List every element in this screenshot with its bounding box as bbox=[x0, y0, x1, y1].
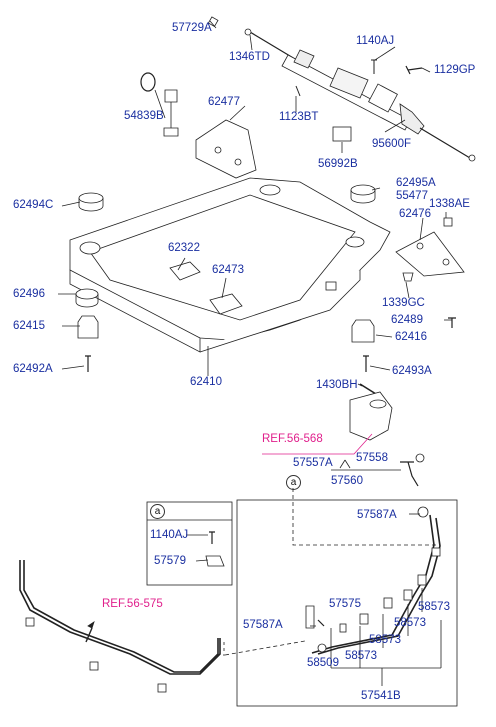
label-1129GP: 1129GP bbox=[434, 64, 476, 76]
label-57575: 57575 bbox=[329, 598, 361, 610]
label-62476: 62476 bbox=[399, 208, 431, 220]
label-57558: 57558 bbox=[356, 452, 388, 464]
stabilizer-bar bbox=[19, 560, 225, 693]
label-57560: 57560 bbox=[331, 475, 363, 487]
label-57729A: 57729A bbox=[172, 22, 212, 34]
label-1123BT: 1123BT bbox=[279, 111, 319, 123]
label-58573-d: 58573 bbox=[345, 650, 377, 662]
label-1339GC: 1339GC bbox=[382, 297, 425, 309]
label-58509: 58509 bbox=[307, 657, 339, 669]
marker-a-inset: a bbox=[150, 504, 165, 519]
label-62416: 62416 bbox=[395, 331, 427, 343]
label-54839B: 54839B bbox=[124, 110, 164, 122]
label-62489: 62489 bbox=[391, 314, 423, 326]
label-57557A: 57557A bbox=[293, 457, 333, 469]
label-58573-b: 58573 bbox=[394, 617, 426, 629]
steering-gear-assembly bbox=[244, 28, 476, 162]
label-1346TD: 1346TD bbox=[229, 51, 270, 63]
label-58573-c: 58573 bbox=[369, 634, 401, 646]
label-57541B: 57541B bbox=[361, 690, 401, 702]
label-62415: 62415 bbox=[13, 320, 45, 332]
label-62477: 62477 bbox=[208, 96, 240, 108]
label-62496: 62496 bbox=[13, 288, 45, 300]
label-57587A-bot: 57587A bbox=[243, 619, 283, 631]
label-95600F: 95600F bbox=[372, 138, 412, 150]
label-62473: 62473 bbox=[212, 264, 244, 276]
detail-box bbox=[236, 499, 458, 707]
label-57579: 57579 bbox=[154, 555, 186, 567]
label-62494C: 62494C bbox=[13, 199, 54, 211]
label-62492A: 62492A bbox=[13, 363, 53, 375]
label-1430BH: 1430BH bbox=[316, 379, 358, 391]
label-57587A-top: 57587A bbox=[357, 509, 397, 521]
ref-56-568[interactable]: REF.56-568 bbox=[262, 433, 323, 445]
marker-a-main: a bbox=[286, 475, 301, 490]
label-62322: 62322 bbox=[168, 242, 200, 254]
label-1140AJ-box: 1140AJ bbox=[150, 529, 189, 541]
inset-box bbox=[146, 501, 233, 586]
subframe-62410 bbox=[69, 177, 391, 353]
ref-56-575[interactable]: REF.56-575 bbox=[102, 598, 163, 610]
label-55477: 55477 bbox=[396, 190, 428, 202]
label-56992B: 56992B bbox=[318, 158, 358, 170]
label-1140AJ-top: 1140AJ bbox=[356, 35, 395, 47]
label-1338AE: 1338AE bbox=[429, 198, 470, 210]
label-62410: 62410 bbox=[190, 376, 222, 388]
label-62495A: 62495A bbox=[396, 177, 436, 189]
label-58573-a: 58573 bbox=[418, 601, 450, 613]
label-62493A: 62493A bbox=[392, 365, 432, 377]
